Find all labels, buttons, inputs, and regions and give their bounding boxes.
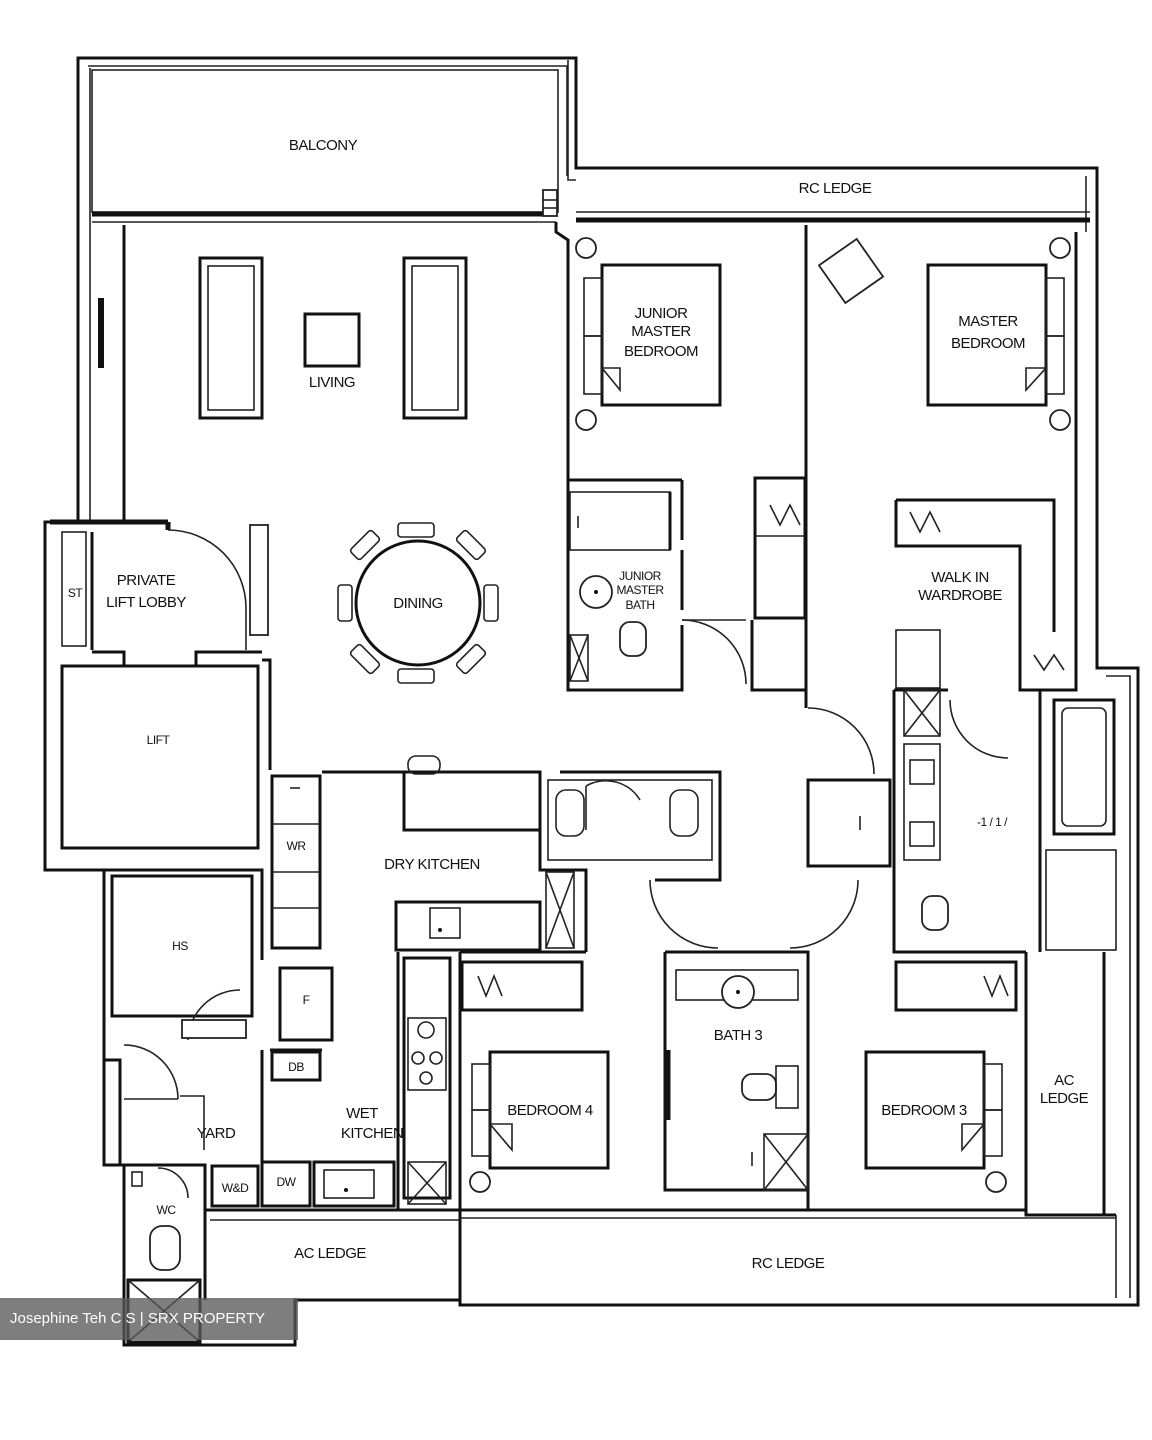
yard: YARD W&D [123,1044,260,1208]
junior-master-bedroom-label-1: JUNIOR [635,305,689,322]
db-label: DB [288,1060,304,1074]
common-bath [545,779,861,949]
walk-in-wardrobe: WALK IN WARDROBE [894,498,1065,689]
rc-ledge-top-label: RC LEDGE [799,180,872,197]
wet-kitchen: WET KITCHEN DW [260,956,452,1208]
junior-master-bath-label-3: BATH [625,598,654,612]
bottom-ledges: AC LEDGE RC LEDGE [210,1217,1116,1272]
interior-walls [104,222,1116,1305]
wet-kitchen-label-2: KITCHEN [341,1125,403,1142]
junior-master-bath: JUNIOR MASTER BATH [569,491,747,685]
junior-master-bedroom-label-2: MASTER [631,323,691,340]
living-label: LIVING [309,374,355,391]
ac-ledge-right-label-2: LEDGE [1040,1090,1089,1107]
junior-master-bath-label-2: MASTER [616,583,664,597]
ac-ledge-right: AC LEDGE [1040,1072,1089,1107]
private-lift-lobby: ST PRIVATE LIFT LOBBY [50,519,269,668]
master-bedroom: MASTER BEDROOM [817,237,1071,431]
lift: LIFT [60,664,260,850]
junior-master-bedroom-label-3: BEDROOM [624,343,698,360]
master-bath: -1 / 1 / [807,689,1117,951]
watermark: Josephine Teh C S | SRX PROPERTY [0,1298,298,1340]
master-bedroom-label-2: BEDROOM [951,335,1025,352]
balcony: BALCONY [91,69,559,223]
bath-3-label: BATH 3 [714,1027,763,1044]
bath-3: BATH 3 [665,969,809,1191]
private-lift-lobby-label-2: LIFT LOBBY [106,594,186,611]
walk-in-wardrobe-label-1: WALK IN [931,569,989,586]
rc-ledge-top: RC LEDGE [576,180,1090,223]
fridge-label: F [303,993,310,1007]
dining-label: DINING [393,595,443,612]
dry-kitchen: WR DRY KITCHEN [270,755,542,952]
bedroom-3: BEDROOM 3 [864,960,1018,1193]
wc-label: WC [157,1203,177,1217]
dining: DINING [337,522,499,684]
hs-label: HS [172,939,188,953]
living: LIVING [98,225,468,520]
junior-master-bedroom: JUNIOR MASTER BEDROOM [575,237,807,620]
walk-in-wardrobe-label-2: WARDROBE [918,587,1002,604]
ac-ledge-right-label-1: AC [1054,1072,1075,1089]
lift-label: LIFT [147,733,171,747]
fridge-db: F DB [270,966,334,1082]
dw-label: DW [277,1175,297,1189]
yard-label: YARD [197,1125,236,1142]
private-lift-lobby-label-1: PRIVATE [117,572,176,589]
wd-label: W&D [222,1181,249,1195]
st-label: ST [68,586,84,600]
master-bedroom-label-1: MASTER [958,313,1018,330]
balcony-label: BALCONY [289,137,358,154]
rc-ledge-bottom-label: RC LEDGE [752,1255,825,1272]
master-bath-label: -1 / 1 / [977,815,1008,829]
armchair-icon [817,237,885,305]
ac-ledge-bottom-label: AC LEDGE [294,1245,366,1262]
junior-master-bath-label-1: JUNIOR [619,569,662,583]
wet-kitchen-label-1: WET [346,1105,378,1122]
bedroom-4-label: BEDROOM 4 [507,1102,593,1119]
household-shelter: HS [110,874,254,1041]
bedroom-3-label: BEDROOM 3 [881,1102,967,1119]
bedroom-4: BEDROOM 4 [460,960,610,1193]
dry-kitchen-label: DRY KITCHEN [384,856,480,873]
tv-icon [98,298,104,368]
wr-label: WR [287,839,307,853]
